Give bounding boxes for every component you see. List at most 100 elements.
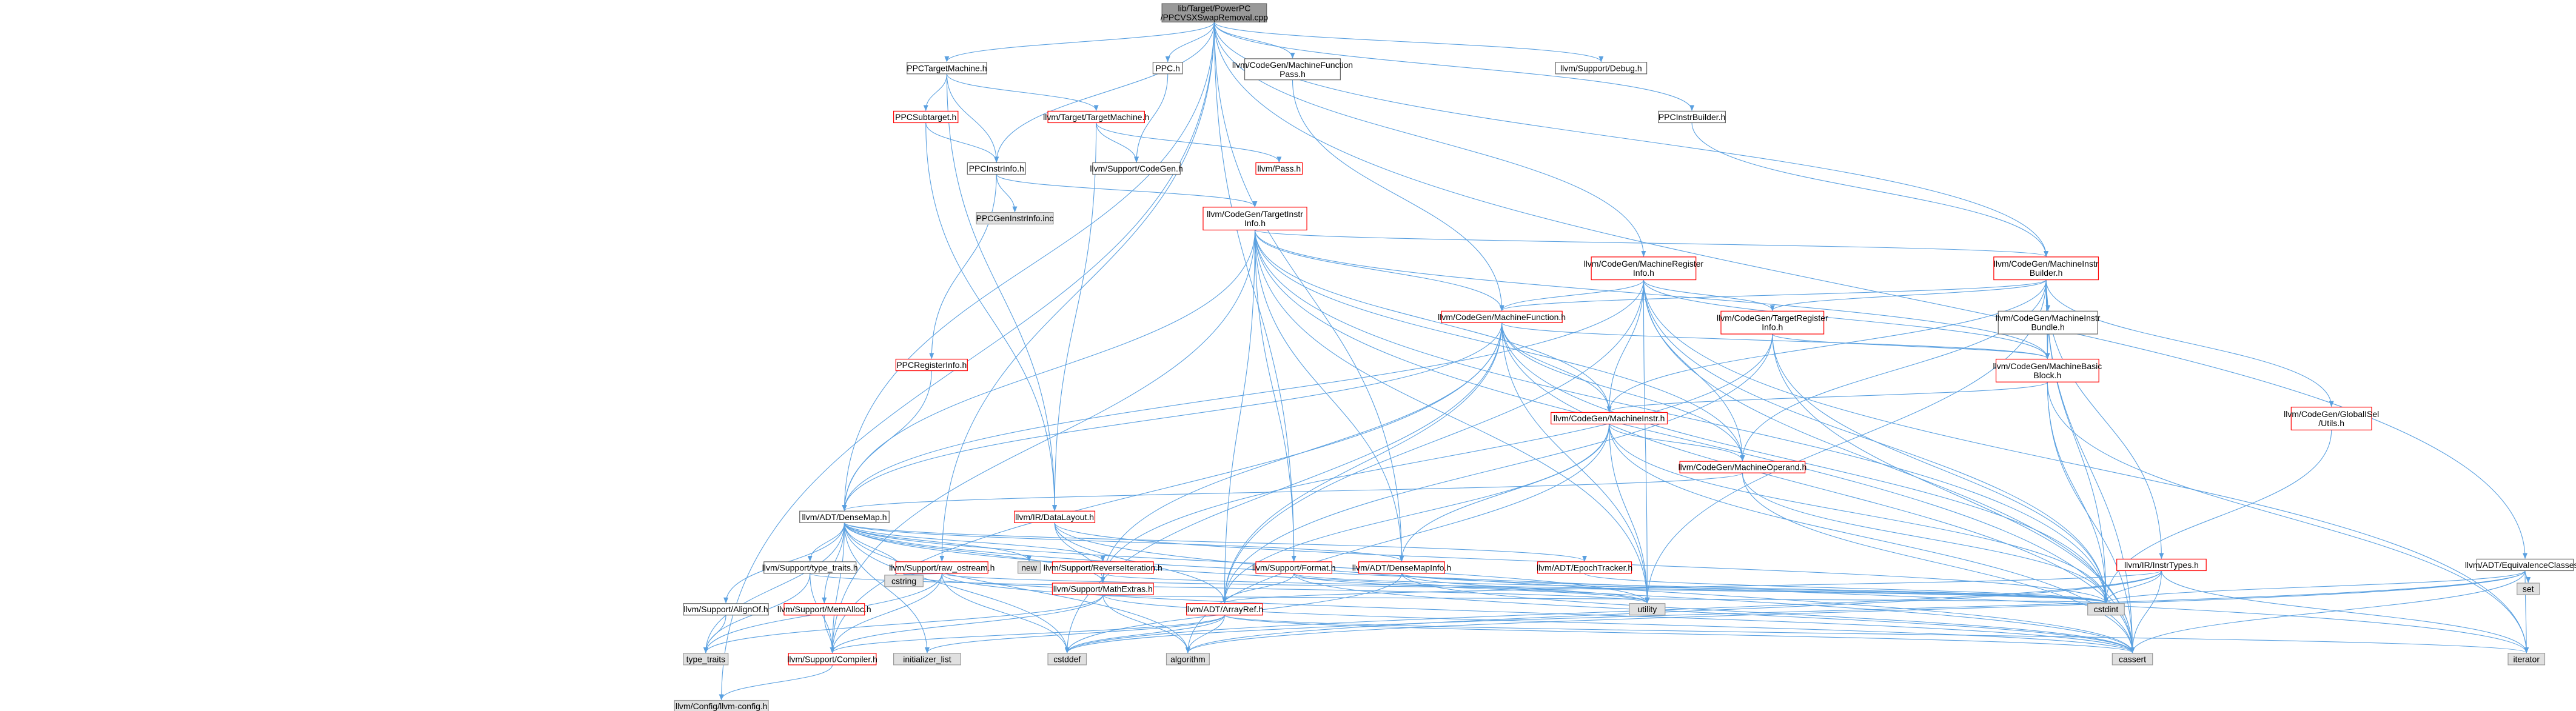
node-box-ppcsubtarget bbox=[893, 110, 959, 124]
node-memalloc[interactable]: llvm/Support/MemAlloc.h bbox=[777, 603, 871, 616]
edge-mi-to-utility bbox=[1609, 424, 1650, 604]
edge-targetmachine-to-pass bbox=[1096, 122, 1282, 163]
edge-ppcinstrinfo-to-tii bbox=[996, 174, 1258, 207]
edge-mri-to-densemap bbox=[842, 279, 1644, 512]
node-epochtracker[interactable]: llvm/ADT/EpochTracker.h bbox=[1537, 561, 1632, 574]
node-mathextras[interactable]: llvm/Support/MathExtras.h bbox=[1052, 582, 1154, 595]
node-root[interactable]: lib/Target/PowerPC/PPCVSXSwapRemoval.cpp bbox=[1161, 3, 1269, 22]
node-ppcsubtarget[interactable]: PPCSubtarget.h bbox=[893, 110, 959, 124]
node-ppch[interactable]: PPC.h bbox=[1152, 62, 1183, 75]
edge-rawostream-to-cassert bbox=[941, 573, 2135, 653]
node-format[interactable]: llvm/Support/Format.h bbox=[1252, 561, 1336, 574]
node-mi[interactable]: llvm/CodeGen/MachineInstr.h bbox=[1551, 412, 1668, 425]
node-compiler[interactable]: llvm/Support/Compiler.h bbox=[787, 653, 877, 666]
node-typetraitsh[interactable]: llvm/Support/type_traits.h bbox=[762, 561, 858, 574]
node-pass[interactable]: llvm/Pass.h bbox=[1255, 162, 1303, 175]
node-densemap[interactable]: llvm/ADT/DenseMap.h bbox=[799, 510, 890, 523]
edge-eqclasses-to-cstddef bbox=[1065, 570, 2526, 653]
node-mf[interactable]: llvm/CodeGen/MachineFunction.h bbox=[1438, 310, 1566, 323]
edge-irinstrtypes-to-iterator bbox=[2161, 570, 2529, 653]
edge-mf-to-densemap bbox=[842, 322, 1503, 512]
node-alignof[interactable]: llvm/Support/AlignOf.h bbox=[683, 603, 769, 616]
node-box-set bbox=[2517, 582, 2540, 595]
edge-mib-to-tri bbox=[1769, 279, 2047, 312]
node-box-mathextras bbox=[1052, 582, 1154, 595]
node-gisel[interactable]: llvm/CodeGen/GlobalISel/Utils.h bbox=[2284, 407, 2379, 431]
node-ppcinstrinfo[interactable]: PPCInstrInfo.h bbox=[967, 162, 1026, 175]
node-label-densemap-line-0: llvm/ADT/DenseMap.h bbox=[802, 512, 887, 522]
edge-densemap-to-epochtracker bbox=[844, 522, 1587, 562]
edge-compiler-to-llvmconfig bbox=[719, 664, 833, 701]
edge-ppcreginfo-to-densemap bbox=[842, 370, 932, 512]
node-label-cstdint-line-0: cstdint bbox=[2094, 604, 2119, 614]
node-targetmachine[interactable]: llvm/Target/TargetMachine.h bbox=[1043, 110, 1149, 124]
node-label-tii-line-1: Info.h bbox=[1244, 218, 1266, 228]
node-reverseiter[interactable]: llvm/Support/ReverseIteration.h bbox=[1044, 561, 1162, 574]
node-label-mib-line-1: Builder.h bbox=[2030, 268, 2062, 278]
edge-reverseiter-to-cstdint bbox=[1102, 573, 2108, 604]
edge-densemap-to-reverseiter bbox=[844, 522, 1105, 562]
edge-mo-to-cstdint bbox=[1742, 473, 2108, 604]
edge-mf-to-utility bbox=[1501, 322, 1650, 604]
edge-irinstrtypes-to-cstddef bbox=[1065, 570, 2162, 653]
node-label-algorithm-line-0: algorithm bbox=[1170, 654, 1206, 664]
node-rawostream[interactable]: llvm/Support/raw_ostream.h bbox=[889, 561, 995, 574]
node-debug[interactable]: llvm/Support/Debug.h bbox=[1555, 62, 1648, 75]
edge-root-to-densemap bbox=[842, 22, 1215, 512]
edge-mathextras-to-cstdint bbox=[1102, 594, 2107, 604]
node-box-mo bbox=[1679, 461, 1806, 473]
edge-mi-to-cstdint bbox=[1609, 424, 2108, 604]
node-datalayout[interactable]: llvm/IR/DataLayout.h bbox=[1014, 510, 1096, 523]
node-label-mf-line-0: llvm/CodeGen/MachineFunction.h bbox=[1438, 312, 1566, 322]
edge-tri-to-arrayref bbox=[1222, 334, 1773, 604]
node-ppcinstrbuilder[interactable]: PPCInstrBuilder.h bbox=[1658, 110, 1726, 124]
node-eqclasses[interactable]: llvm/ADT/EquivalenceClasses.h bbox=[2465, 558, 2576, 572]
node-box-mib bbox=[1993, 256, 2099, 281]
edge-ppch-to-cgcodegen bbox=[1134, 73, 1169, 163]
node-box-initlist bbox=[893, 653, 961, 666]
node-densemapinfo[interactable]: llvm/ADT/DenseMapInfo.h bbox=[1352, 561, 1451, 574]
node-label-alignof-line-0: llvm/Support/AlignOf.h bbox=[683, 604, 768, 614]
node-cgcodegen[interactable]: llvm/Support/CodeGen.h bbox=[1090, 162, 1183, 175]
node-label-tii-line-0: llvm/CodeGen/TargetInstr bbox=[1207, 209, 1303, 219]
node-label-rawostream-line-0: llvm/Support/raw_ostream.h bbox=[889, 562, 995, 572]
node-label-mbb-line-0: llvm/CodeGen/MachineBasic bbox=[1993, 361, 2102, 371]
edge-root-to-format bbox=[1213, 22, 1296, 562]
node-label-mathextras-line-0: llvm/Support/MathExtras.h bbox=[1053, 584, 1153, 594]
node-ppctm[interactable]: PPCTargetMachine.h bbox=[907, 62, 987, 75]
node-box-typetraits bbox=[683, 653, 729, 666]
edge-root-to-ppch bbox=[1165, 22, 1215, 62]
node-irinstrtypes[interactable]: llvm/IR/InstrTypes.h bbox=[2116, 558, 2207, 572]
node-box-cstddef bbox=[1047, 653, 1087, 666]
edge-tii-to-arrayref bbox=[1222, 230, 1256, 604]
node-label-mbb-line-1: Block.h bbox=[2033, 370, 2061, 380]
node-typetraits: type_traits bbox=[683, 653, 729, 666]
edge-densemap-to-typetraitsh bbox=[807, 522, 845, 562]
node-box-alignof bbox=[683, 603, 769, 616]
node-box-ppcinstrinfo bbox=[967, 162, 1026, 175]
node-label-typetraitsh-line-0: llvm/Support/type_traits.h bbox=[762, 562, 858, 572]
node-label-reverseiter-line-0: llvm/Support/ReverseIteration.h bbox=[1044, 562, 1162, 572]
edge-ppctm-to-targetmachine bbox=[946, 73, 1099, 112]
edge-mathextras-to-compiler bbox=[830, 594, 1104, 653]
node-label-utility-line-0: utility bbox=[1637, 604, 1657, 614]
node-arrayref[interactable]: llvm/ADT/ArrayRef.h bbox=[1186, 603, 1264, 616]
node-box-memalloc bbox=[783, 603, 865, 616]
edge-densemap-to-cstddef bbox=[844, 522, 1070, 653]
node-ppcreginfo[interactable]: PPCRegisterInfo.h bbox=[895, 358, 968, 372]
node-initlist: initializer_list bbox=[893, 653, 961, 666]
node-box-cstring bbox=[884, 575, 924, 587]
edge-mri-to-mbb bbox=[1643, 279, 2050, 359]
node-label-epochtracker-line-0: llvm/ADT/EpochTracker.h bbox=[1537, 562, 1632, 572]
node-mo[interactable]: llvm/CodeGen/MachineOperand.h bbox=[1679, 461, 1807, 473]
edge-ppcsubtarget-to-datalayout bbox=[925, 122, 1058, 512]
edge-mbb-to-mi bbox=[1606, 381, 2048, 413]
